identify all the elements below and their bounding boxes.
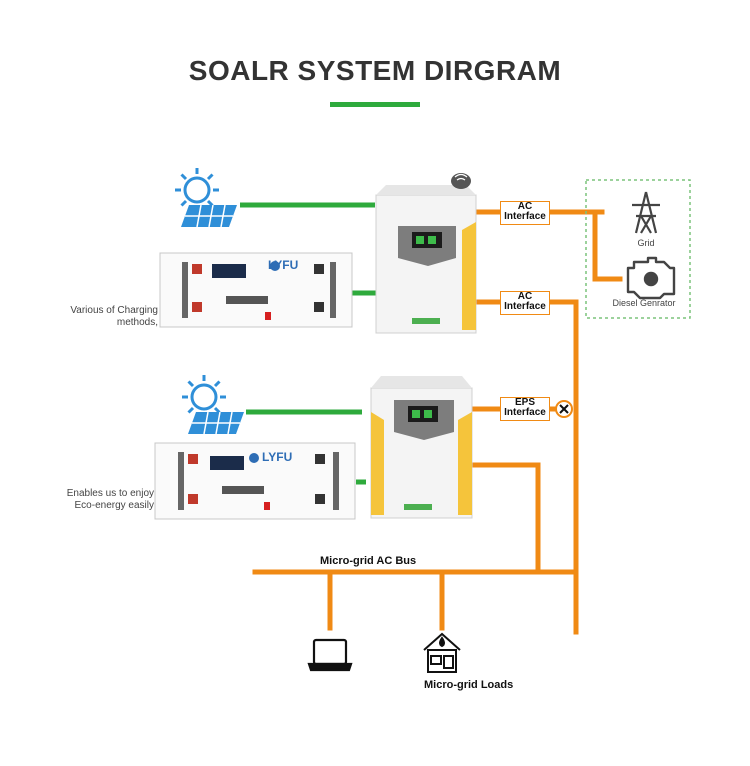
inverter-icon [375,185,477,334]
battery-brand-bottom: LYFU [262,450,293,464]
title-underline [330,102,420,107]
generator-label: Diesel Genrator [612,298,676,308]
power-tower-icon [632,191,660,234]
solar-panel-icon [187,411,245,435]
laptop-icon [307,638,353,672]
ac-interface-top-line1: AC [517,201,533,212]
charging-note: Various of Charging methods, [30,305,158,329]
ac-interface-top-line2: Interface [504,211,546,222]
eco-note: Enables us to enjoy Eco-energy easily [30,488,154,512]
house-icon [423,632,461,673]
charging-note-line2: methods, [116,317,158,328]
loads-label: Micro-grid Loads [424,679,514,691]
utility-source-box [585,179,691,319]
charging-note-line1: Various of Charging [70,305,158,316]
bus-label: Micro-grid AC Bus [320,555,417,567]
wifi-icon [451,173,471,189]
eco-note-line2: Eco-energy easily [74,500,154,511]
ac-interface-mid-line2: Interface [504,301,546,312]
ac-interface-mid: AC Interface [500,291,550,315]
battery-brand-top: LYFU [268,258,299,272]
grid-label: Grid [637,238,655,248]
inverter-icon [370,376,473,519]
eps-interface-line1: EPS [514,397,535,408]
solar-panel-icon [180,204,238,228]
ac-interface-mid-line1: AC [517,291,533,302]
eco-note-line1: Enables us to enjoy [66,488,154,499]
eps-interface: EPS Interface [500,397,550,421]
battery-icon [154,442,356,520]
ac-interface-top: AC Interface [500,201,550,225]
battery-icon [159,252,353,328]
eps-interface-line2: Interface [504,407,546,418]
engine-icon [626,256,676,300]
breaker-x-icon [555,400,573,418]
page-title: SOALR SYSTEM DIRGRAM [188,55,562,86]
